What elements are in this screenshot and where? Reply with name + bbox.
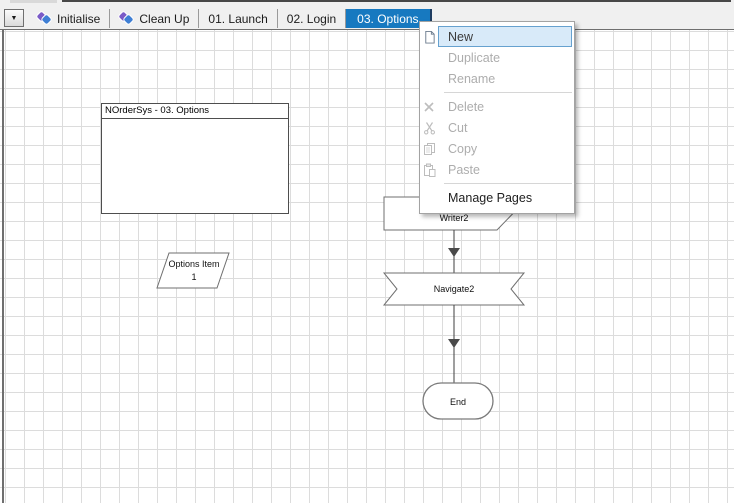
menu-item-cut[interactable]: Cut (420, 117, 574, 138)
menu-item-manage-pages[interactable]: Manage Pages (420, 187, 574, 208)
new-page-icon (420, 30, 438, 44)
canvas-border (2, 29, 4, 503)
paste-icon (420, 163, 438, 177)
menu-item-new[interactable]: New (420, 26, 574, 47)
tab-clean-up[interactable]: Clean Up (110, 9, 200, 28)
page-tabs: Initialise Clean Up 01. Launch 02. Login… (28, 9, 432, 28)
end-stage[interactable] (422, 382, 494, 420)
tab-03-options[interactable]: 03. Options (346, 9, 432, 28)
tab-overflow-button[interactable]: ▼ (4, 9, 24, 27)
data-stage-label-line2: 1 (191, 272, 196, 282)
tab-label: 02. Login (286, 11, 337, 26)
link-arrowhead (448, 248, 460, 257)
menu-item-label: Paste (448, 162, 480, 177)
menu-item-label: New (448, 29, 474, 44)
process-info-box[interactable]: NOrderSys - 03. Options (101, 103, 289, 214)
page-context-menu: New Duplicate Rename Delete Cut (419, 21, 575, 214)
chevron-down-icon: ▼ (10, 14, 18, 22)
tab-label: Clean Up (139, 11, 190, 26)
clipped-toolbar-border (62, 0, 731, 2)
tab-label: Initialise (57, 11, 101, 26)
process-info-title: NOrderSys - 03. Options (102, 104, 288, 119)
delete-icon (420, 101, 438, 113)
menu-item-rename[interactable]: Rename (420, 68, 574, 89)
menu-item-paste[interactable]: Paste (420, 159, 574, 180)
menu-item-delete[interactable]: Delete (420, 96, 574, 117)
tab-label: 01. Launch (208, 11, 268, 26)
copy-icon (420, 142, 438, 156)
menu-item-label: Duplicate (448, 50, 501, 65)
menu-item-label: Cut (448, 120, 468, 135)
menu-item-label: Delete (448, 99, 485, 114)
cut-icon (420, 121, 438, 135)
end-stage-label: End (450, 397, 466, 407)
menu-item-duplicate[interactable]: Duplicate (420, 47, 574, 68)
clipped-toolbar-sliver (0, 0, 734, 3)
navigate-stage-navigate2[interactable] (382, 272, 526, 306)
page-tab-bar: ▼ Initialise Clean Up 01. Launch 02. Log… (0, 3, 734, 29)
menu-item-copy[interactable]: Copy (420, 138, 574, 159)
data-stage-options-item[interactable] (156, 252, 230, 289)
clipped-toolbar-fragment (10, 0, 57, 3)
tab-label: 03. Options (357, 11, 419, 26)
flowchart-canvas[interactable] (0, 29, 734, 503)
menu-separator (444, 92, 572, 93)
menu-item-label: Manage Pages (448, 190, 533, 205)
write-stage-label: Writer2 (440, 213, 469, 223)
menu-separator (444, 183, 572, 184)
navigate-stage-label: Navigate2 (434, 284, 475, 294)
menu-item-label: Rename (448, 71, 496, 86)
tab-02-login[interactable]: 02. Login (278, 9, 347, 28)
menu-item-label: Copy (448, 141, 478, 156)
tab-initialise[interactable]: Initialise (28, 9, 111, 28)
link-arrowhead (448, 339, 460, 348)
data-stage-label-line1: Options Item (168, 259, 219, 269)
tab-01-launch[interactable]: 01. Launch (199, 9, 278, 28)
